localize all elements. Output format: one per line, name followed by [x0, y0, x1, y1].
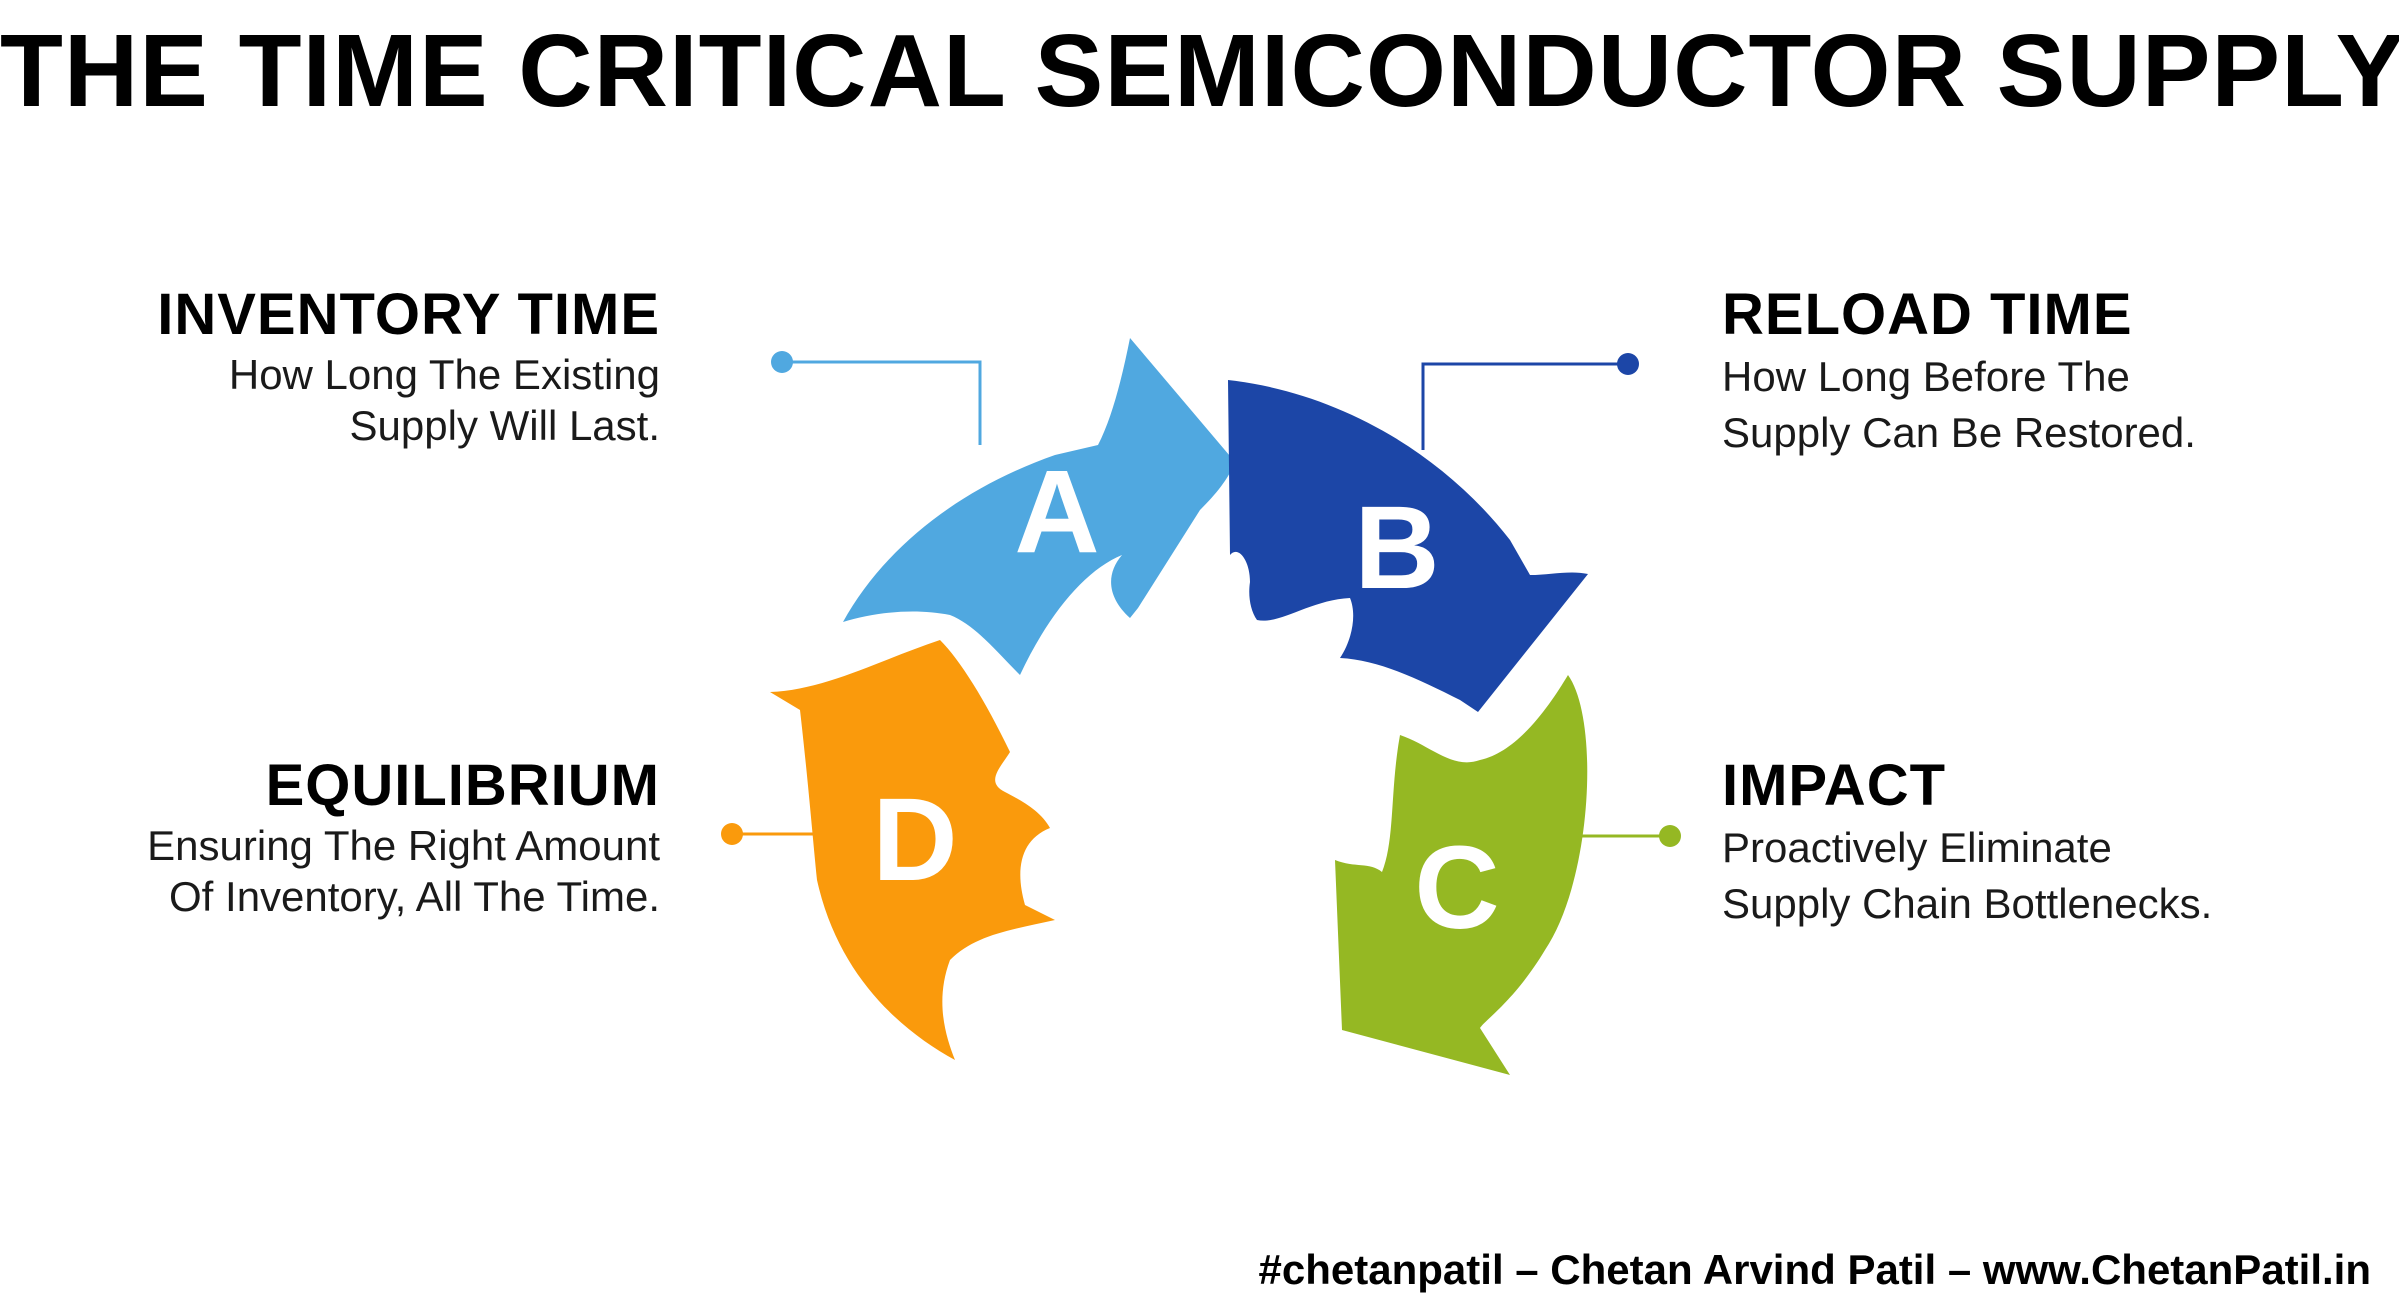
arrow-d-letter: D	[872, 774, 957, 906]
reload-time-desc-line1: How Long Before The	[1722, 352, 2130, 400]
equilibrium-block: EQUILIBRIUM Ensuring The Right Amount Of…	[20, 753, 660, 922]
inventory-time-desc-line2: Supply Will Last.	[349, 401, 660, 449]
arrow-d-shape	[770, 640, 1055, 1060]
reload-time-block: RELOAD TIME How Long Before The Supply C…	[1722, 282, 2382, 462]
equilibrium-desc-line1: Ensuring The Right Amount	[147, 821, 660, 869]
impact-block: IMPACT Proactively Eliminate Supply Chai…	[1722, 753, 2382, 933]
inventory-time-desc-line1: How Long The Existing	[228, 350, 660, 398]
arrow-a-shape	[843, 338, 1235, 675]
arrow-b-letter: B	[1354, 482, 1439, 614]
connector-c	[1575, 825, 1681, 847]
impact-desc-line2: Supply Chain Bottlenecks.	[1722, 880, 2213, 928]
connector-d	[721, 823, 822, 845]
inventory-time-heading: INVENTORY TIME	[157, 282, 660, 347]
footer-credit: #chetanpatil – Chetan Arvind Patil – www…	[1258, 1246, 2371, 1293]
arrow-a-letter: A	[1014, 446, 1099, 578]
impact-desc-line1: Proactively Eliminate	[1722, 823, 2112, 871]
connector-b	[1421, 353, 1639, 450]
page-title: THE TIME CRITICAL SEMICONDUCTOR SUPPLY	[0, 13, 2399, 128]
reload-time-desc-line2: Supply Can Be Restored.	[1722, 409, 2196, 457]
equilibrium-heading: EQUILIBRIUM	[265, 753, 660, 818]
arrow-c-shape	[1335, 675, 1588, 1075]
arrow-c-letter: C	[1414, 822, 1499, 954]
reload-time-heading: RELOAD TIME	[1722, 282, 2133, 347]
arrow-b-shape	[1228, 380, 1588, 712]
equilibrium-desc-line2: Of Inventory, All The Time.	[169, 872, 660, 920]
impact-heading: IMPACT	[1722, 753, 1947, 818]
inventory-time-block: INVENTORY TIME How Long The Existing Sup…	[20, 282, 660, 451]
connector-a	[771, 351, 982, 445]
